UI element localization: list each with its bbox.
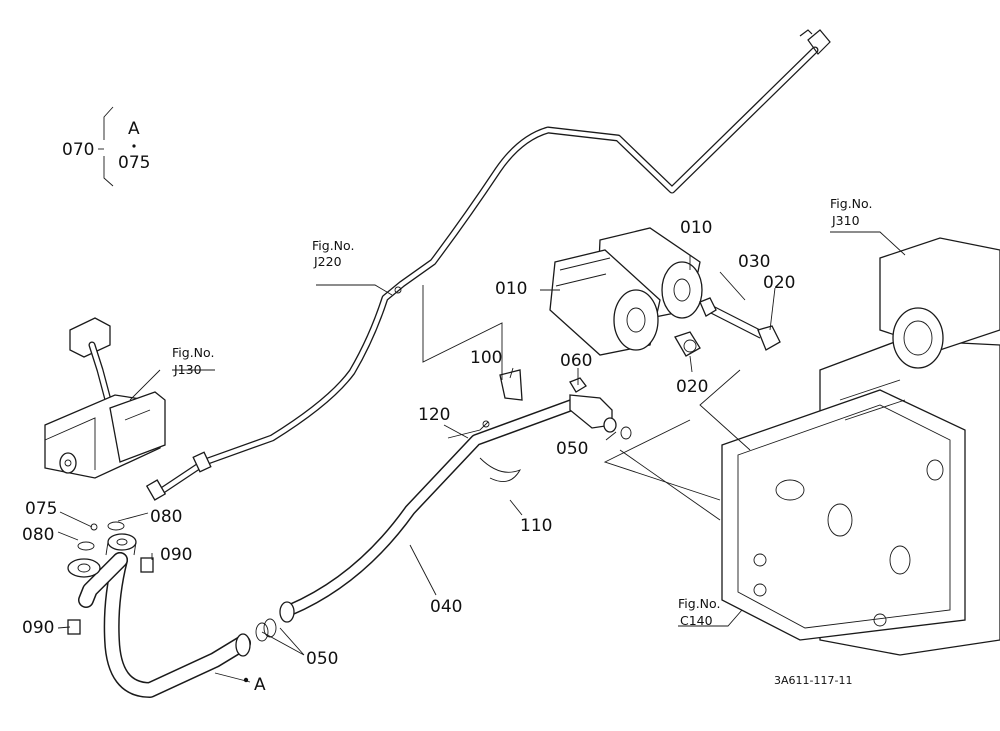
fig-ref-j130-label: Fig.No. [172,345,214,360]
callout-090-a: 090 [160,545,192,565]
oil-filters [549,227,703,356]
callout-010-b: 010 [495,279,527,299]
callout-080-b: 080 [22,525,54,545]
fig-ref-j220-number: J220 [313,254,342,269]
callout-010-a: 010 [680,218,712,238]
callout-080-a: 080 [150,507,182,527]
callout-050-a: 050 [556,439,588,459]
fig-ref-c140-number: C140 [680,613,713,628]
callout-a-bottom: A [254,675,266,695]
figure-references: Fig.No. J220 Fig.No. J130 Fig.No. J310 F… [172,196,872,628]
callout-040: 040 [430,597,462,617]
fig-ref-j130-number: J130 [173,362,202,377]
callout-020-a: 020 [763,273,795,293]
transmission-housing [721,237,1000,656]
callout-110: 110 [520,516,552,536]
callout-a-top: A [128,119,140,139]
leader-lines [57,106,906,683]
callout-120: 120 [418,405,450,425]
callout-020-b: 020 [676,377,708,397]
suction-pipe-assembly [67,521,251,698]
hydraulic-pump [44,317,166,479]
callout-060: 060 [560,351,592,371]
callout-labels: 070 A 075 010 010 030 020 020 060 100 12… [22,119,795,695]
fig-ref-c140-label: Fig.No. [678,596,720,611]
fig-ref-j220-label: Fig.No. [312,238,354,253]
callout-090-b: 090 [22,618,54,638]
callout-070: 070 [62,140,94,160]
fig-ref-j310-number: J310 [831,213,860,228]
callout-050-b: 050 [306,649,338,669]
drawing-code: 3A611-117-11 [774,674,852,687]
fittings [674,297,781,357]
callout-075-top: 075 [118,153,150,173]
callout-075: 075 [25,499,57,519]
fig-ref-j310-label: Fig.No. [830,196,872,211]
return-pipe [145,29,831,501]
hose-040 [255,369,632,642]
callout-030: 030 [738,252,770,272]
callout-100: 100 [470,348,502,368]
